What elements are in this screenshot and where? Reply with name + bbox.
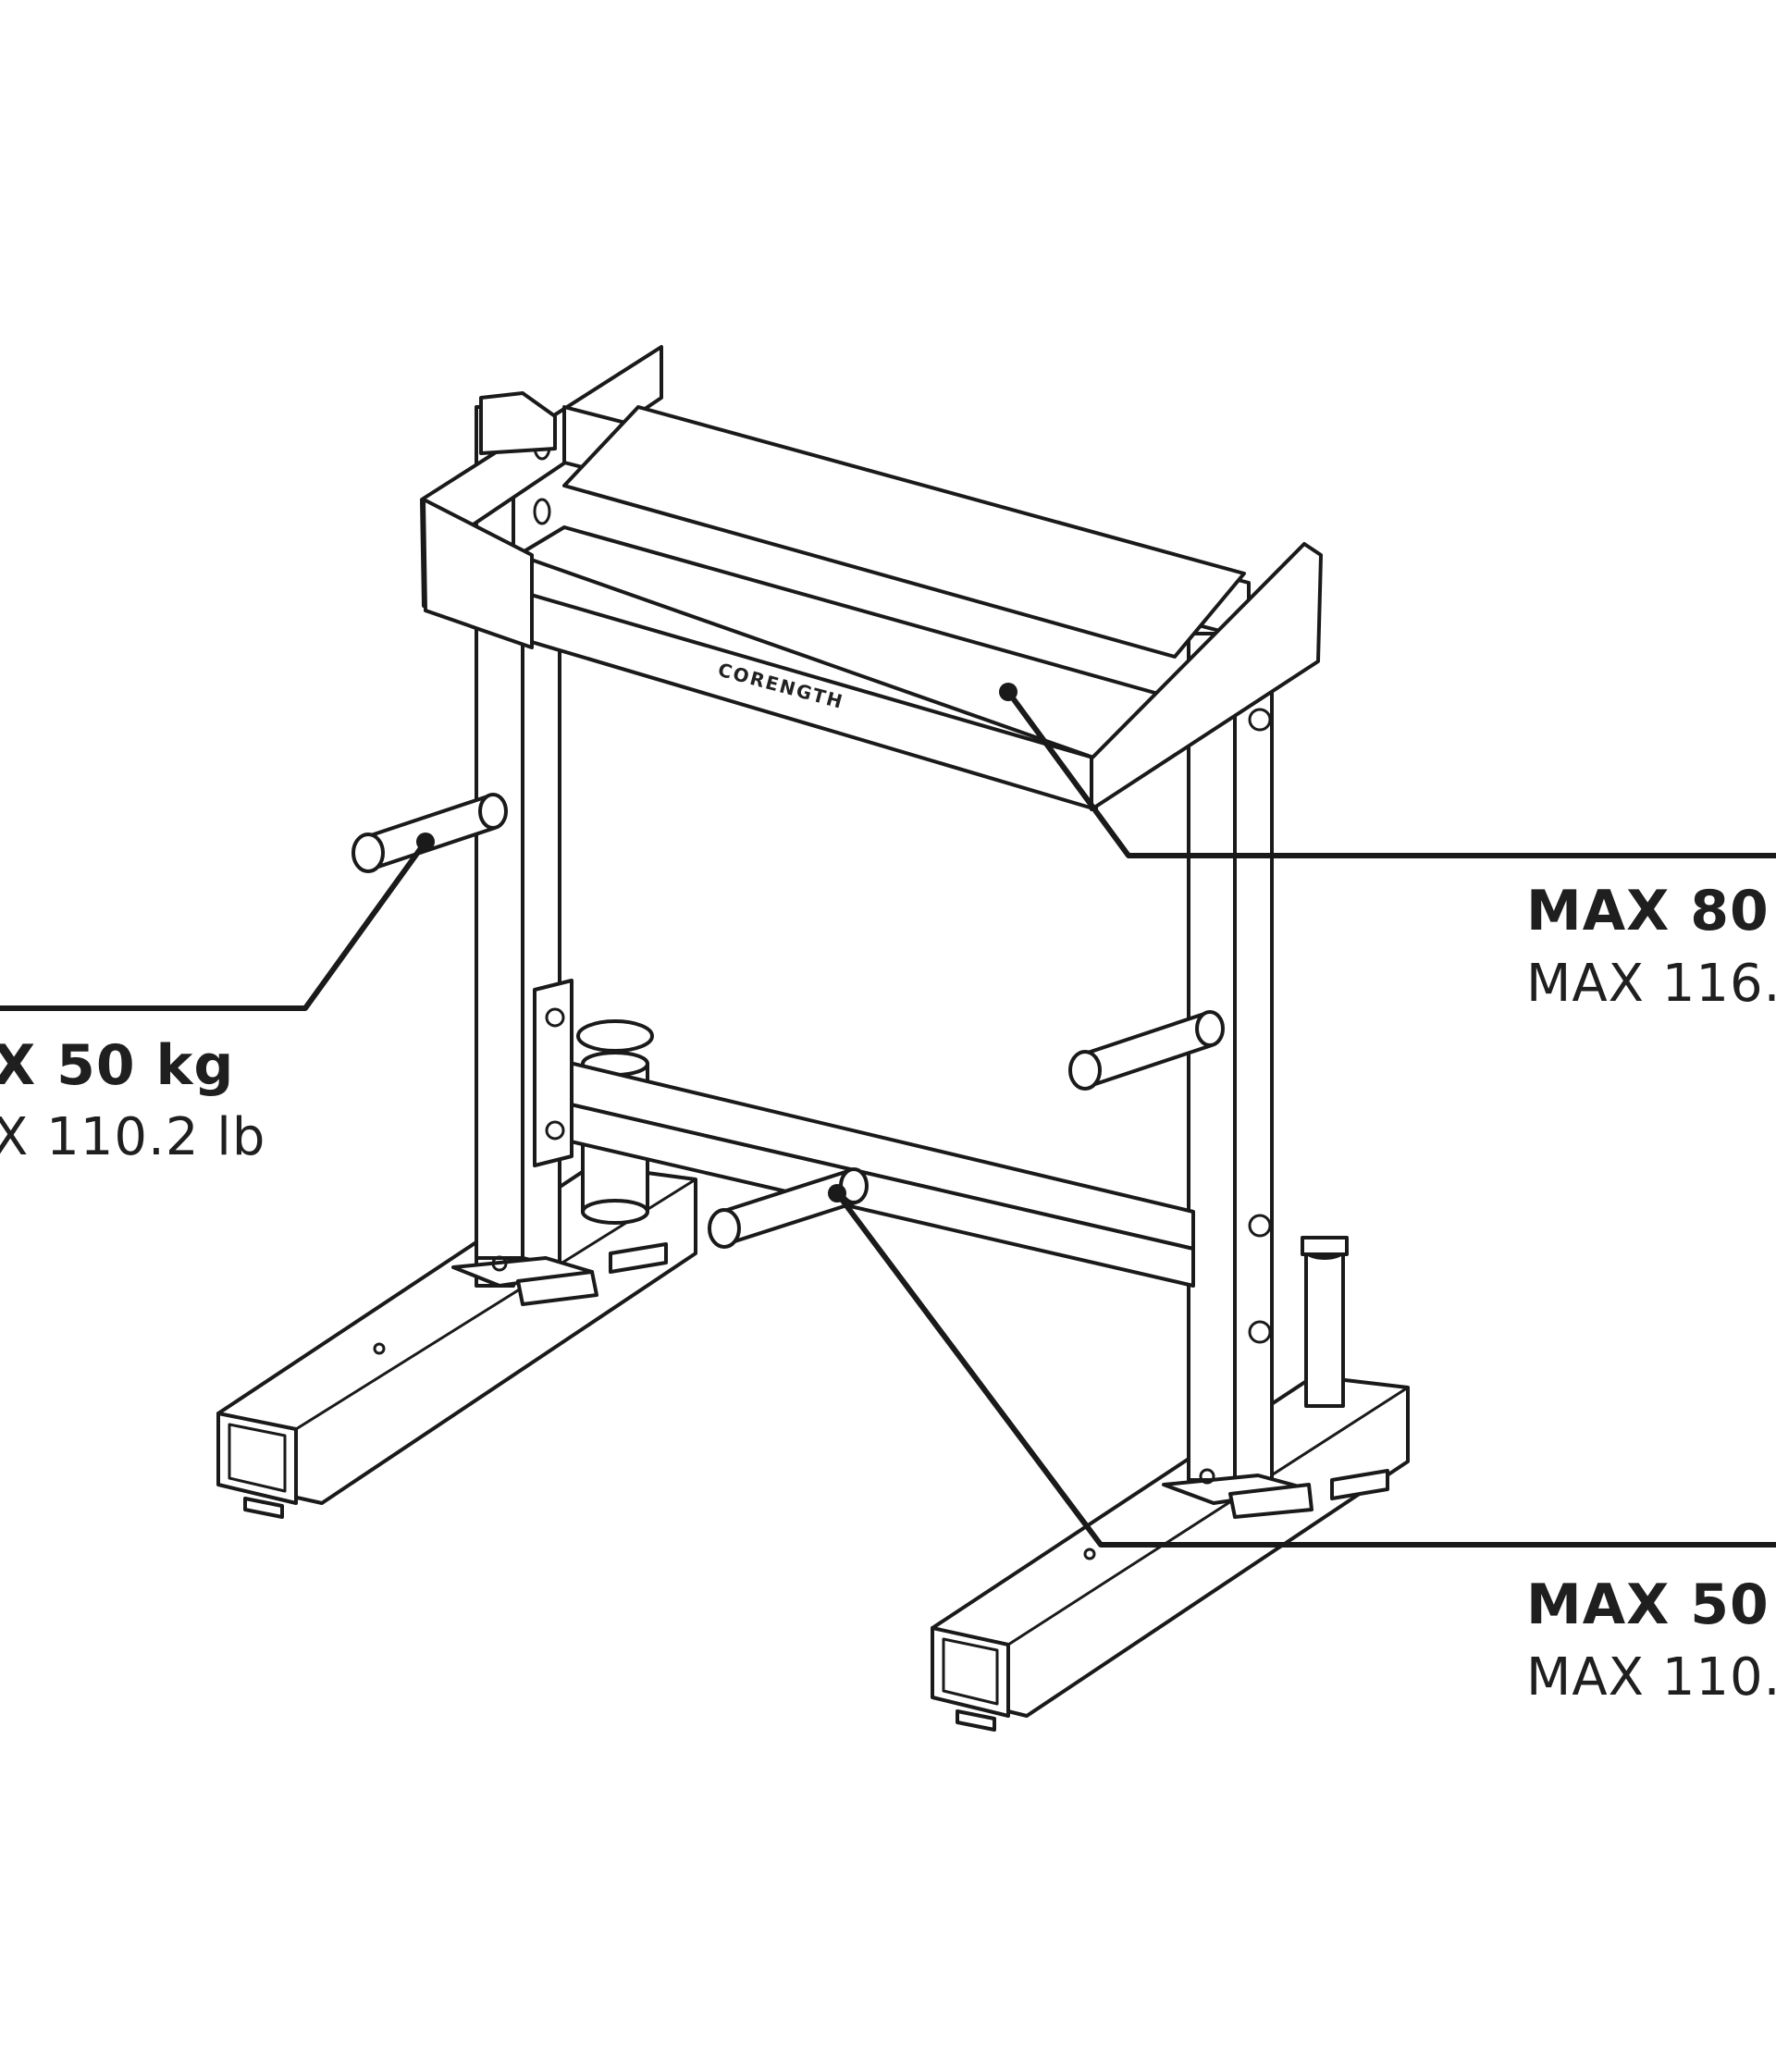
lower-peg-lb-label: MAX 110. [1526, 1647, 1776, 1708]
leader-lower-peg [828, 1184, 1776, 1548]
lower-center-peg [708, 1167, 869, 1249]
left-peg-kg-label: X 50 kg [0, 1033, 234, 1098]
right-front-upright [1162, 609, 1314, 1519]
leader-top-tray [999, 683, 1776, 858]
leader-left-peg [0, 832, 435, 1011]
left-peg-lb-label: X 110.2 lb [0, 1107, 265, 1167]
bar-storage-post [1301, 1236, 1349, 1408]
left-upper-peg [352, 793, 508, 873]
left-foot [216, 1164, 697, 1519]
right-foot [931, 1375, 1410, 1732]
top-tray-kg-label: MAX 80 [1526, 879, 1770, 944]
right-upper-peg [1068, 1010, 1225, 1091]
top-tray-lb-label: MAX 116. [1526, 954, 1776, 1014]
lower-peg-kg-label: MAX 50 l [1526, 1572, 1776, 1637]
